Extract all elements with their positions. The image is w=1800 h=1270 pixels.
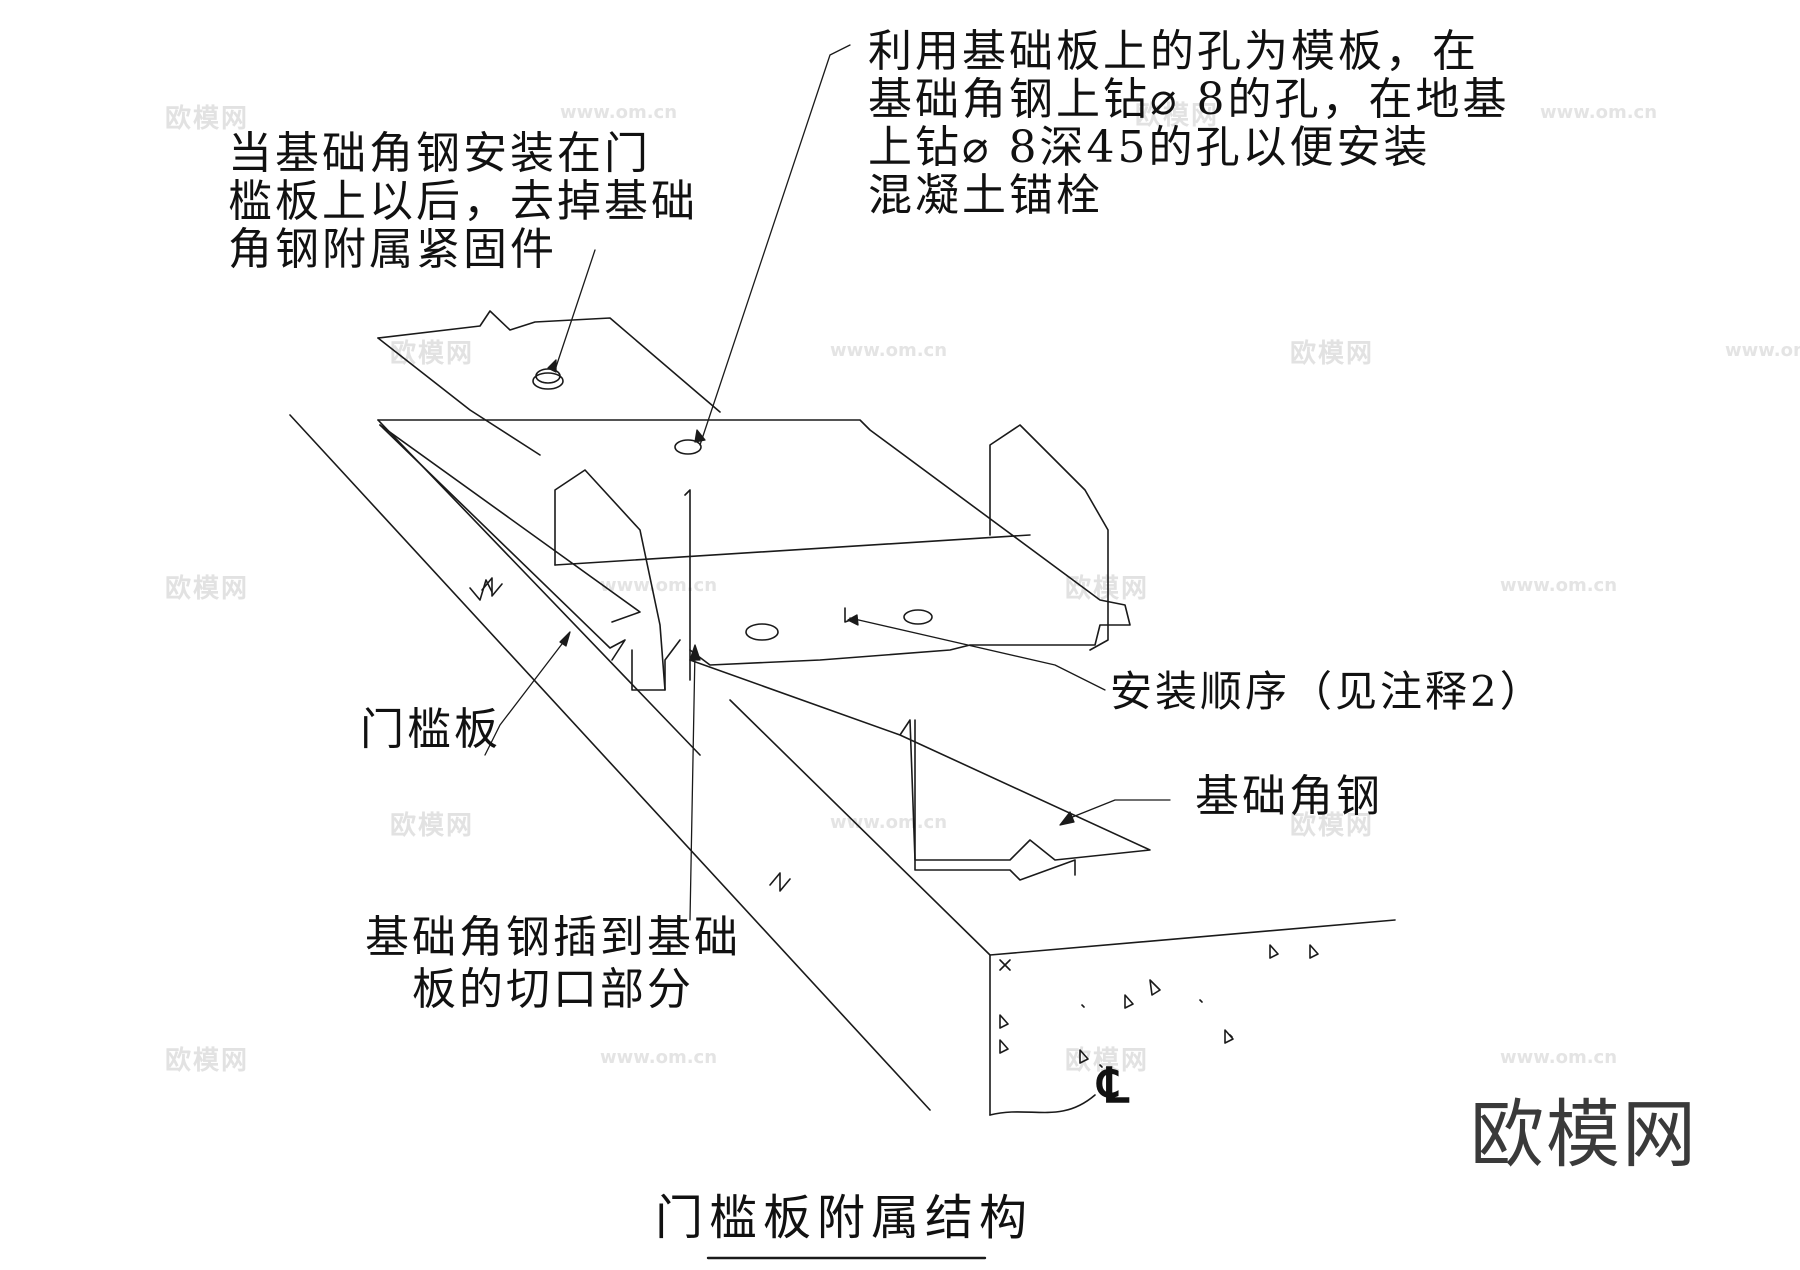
brand-logo: 欧模网 <box>1470 1092 1698 1178</box>
break-mark <box>481 577 503 597</box>
base-angle <box>689 659 1151 881</box>
watermark-url: www.om.cn <box>600 575 718 596</box>
watermark-url: www.om.cn <box>1500 1047 1618 1068</box>
watermark-url: www.om.cn <box>560 102 678 123</box>
watermark-url: www.om.cn <box>830 340 948 361</box>
watermark-brand: 欧模网 <box>1290 811 1375 841</box>
annotation-insert-cut: 基础角钢插到基础 板的切口部分 <box>365 912 741 1015</box>
annotation-sill-plate: 门槛板 <box>360 704 501 755</box>
watermark-url: www.om.cn <box>1500 575 1618 596</box>
watermark-brand: 欧模网 <box>1065 574 1150 604</box>
watermark-brand: 欧模网 <box>1290 339 1375 369</box>
annotation-remove-fasteners: 当基础角钢安装在门 槛板上以后，去掉基础 角钢附属紧固件 <box>228 128 698 275</box>
leader-lines <box>484 44 1171 921</box>
centerline-symbol: ℄ <box>1098 1058 1132 1114</box>
watermark-url: www.om.cn <box>1725 340 1800 361</box>
watermark-url: www.om.cn <box>1540 102 1658 123</box>
watermark-brand: 欧模网 <box>165 104 250 134</box>
annotation-drill-template: 利用基础板上的孔为模板，在 基础角钢上钻⌀ 8的孔，在地基 上钻⌀ 8深45的孔… <box>868 26 1510 221</box>
watermark-brand: 欧模网 <box>1135 101 1220 131</box>
angle-flanges <box>554 424 1109 691</box>
watermark-brand: 欧模网 <box>390 811 475 841</box>
watermark-brand: 欧模网 <box>1065 1046 1150 1076</box>
concrete-foundation <box>729 699 1396 1116</box>
sill-plate <box>289 414 931 1111</box>
annotation-install-order: 安装顺序（见注释2） <box>1110 667 1545 716</box>
annotation-base-angle: 基础角钢 <box>1195 771 1383 822</box>
watermark-brand: 欧模网 <box>390 339 475 369</box>
drawing-title: 门槛板附属结构 <box>655 1190 1034 1246</box>
watermark-url: www.om.cn <box>600 1047 718 1068</box>
watermark-brand: 欧模网 <box>165 1046 250 1076</box>
base-plate-lower <box>377 419 1131 666</box>
base-plate-upper <box>377 310 721 456</box>
watermark-brand: 欧模网 <box>165 574 250 604</box>
break-mark <box>769 872 791 892</box>
